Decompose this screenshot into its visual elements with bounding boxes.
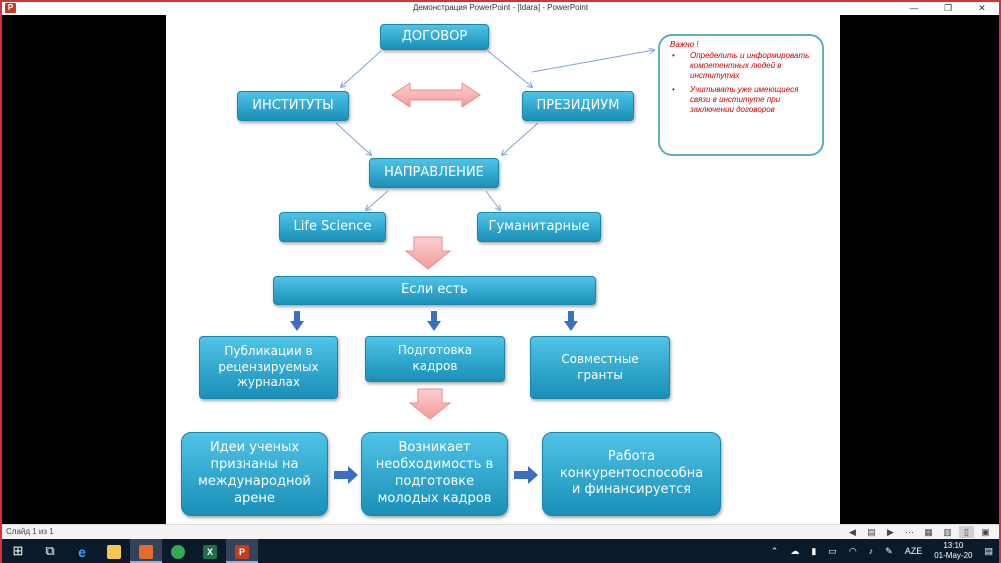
powerpoint-taskbar-icon[interactable]: P <box>226 539 258 563</box>
previous-slide-icon[interactable]: ◀ <box>849 527 856 537</box>
blue-right-arrow-2 <box>514 466 538 484</box>
box-instituty: ИНСТИТУТЫ <box>237 91 349 121</box>
taskbar: ⊞ ⧉ e X P ⌃ ☁ ▮ ▭ ◠ ♪ ✎ AZE 13:10 01-May… <box>2 539 999 563</box>
box-prezidium: ПРЕЗИДИУМ <box>522 91 634 121</box>
task-view-icon[interactable]: ⧉ <box>45 543 55 558</box>
box-napravlenie: НАПРАВЛЕНИЕ <box>369 158 499 188</box>
more-options-icon[interactable]: ⋯ <box>905 527 914 537</box>
box-ideas: Идеи ученых признаны на международной ар… <box>181 432 328 516</box>
excel-icon[interactable]: X <box>194 539 226 563</box>
slide-counter: Слайд 1 из 1 <box>6 527 54 536</box>
windows-start-icon[interactable]: ⊞ <box>12 543 24 558</box>
slide-menu-icon[interactable]: ▤ <box>867 527 876 537</box>
reading-view-icon[interactable]: ▯ <box>959 526 974 538</box>
blue-right-arrow-1 <box>334 466 358 484</box>
double-arrow-shape <box>391 82 481 108</box>
clock[interactable]: 13:10 01-May-20 <box>934 541 972 561</box>
slide[interactable]: ДОГОВОР ИНСТИТУТЫ ПРЕЗИДИУМ НАПРАВЛЕНИЕ … <box>166 15 840 524</box>
file-explorer-icon[interactable] <box>98 539 130 563</box>
box-training: Подготовка кадров <box>365 336 505 382</box>
maximize-button[interactable]: ❐ <box>943 3 953 13</box>
language-indicator[interactable]: AZE <box>904 546 923 556</box>
usb-icon[interactable]: ▮ <box>811 545 817 556</box>
connector-layer <box>290 15 840 484</box>
slideshow-view-icon[interactable]: ▣ <box>981 527 990 537</box>
chrome-icon[interactable] <box>162 539 194 563</box>
box-need: Возникает необходимость в подготовке мол… <box>361 432 508 516</box>
connector-prezidium-napravlenie <box>502 122 539 155</box>
powerpoint-icon: P <box>5 3 16 13</box>
blue-down-arrow-2 <box>427 311 441 331</box>
edge-icon[interactable]: e <box>78 543 86 560</box>
close-button[interactable]: ✕ <box>978 3 986 13</box>
cloud-icon[interactable]: ☁ <box>790 545 800 556</box>
connector-napravlenie-life <box>366 190 389 210</box>
box-work: Работа конкурентоспособна и финансируетс… <box>542 432 721 516</box>
title-bar: P Демонстрация PowerPoint - [Idara] - Po… <box>2 2 999 15</box>
chevron-up-icon[interactable]: ⌃ <box>770 545 779 556</box>
connector-dogovor-instituty <box>341 50 382 87</box>
status-bar: Слайд 1 из 1 ◀ ▤ ▶ ⋯ ▦ ▥ ▯ ▣ <box>2 524 999 539</box>
note-item: Учитывать уже имеющиеся связи в институт… <box>670 85 816 115</box>
box-life-science: Life Science <box>279 212 386 242</box>
pink-down-arrow-2 <box>408 388 452 420</box>
slide-sorter-icon[interactable]: ▥ <box>943 527 952 537</box>
normal-view-icon[interactable]: ▦ <box>924 527 933 537</box>
blue-down-arrow-1 <box>290 311 304 331</box>
notifications-icon[interactable]: ▤ <box>984 545 993 556</box>
connector-napravlenie-humanities <box>485 190 500 210</box>
clock-time: 13:10 <box>943 541 964 550</box>
box-dogovor: ДОГОВОР <box>380 24 489 50</box>
app-icon[interactable] <box>130 539 162 563</box>
wifi-icon[interactable]: ◠ <box>848 545 857 556</box>
window-title: Демонстрация PowerPoint - [Idara] - Powe… <box>412 3 589 12</box>
blue-down-arrow-3 <box>564 311 578 331</box>
battery-icon[interactable]: ▭ <box>828 545 837 556</box>
volume-icon[interactable]: ♪ <box>868 546 874 556</box>
important-note: Важно ! Определить и информировать компе… <box>658 34 824 156</box>
pen-icon[interactable]: ✎ <box>885 545 893 556</box>
clock-date: 01-May-20 <box>934 551 973 560</box>
slideshow-area: ДОГОВОР ИНСТИТУТЫ ПРЕЗИДИУМ НАПРАВЛЕНИЕ … <box>2 15 999 524</box>
box-condition: Если есть <box>273 276 596 305</box>
connector-dogovor-note <box>531 50 654 73</box>
connector-instituty-napravlenie <box>335 122 371 155</box>
minimize-button[interactable]: — <box>909 3 919 13</box>
box-grants: Совместные гранты <box>530 336 670 399</box>
note-title: Важно ! <box>670 40 699 49</box>
next-slide-icon[interactable]: ▶ <box>887 527 894 537</box>
box-publications: Публикации в рецензируемых журналах <box>199 336 338 399</box>
system-tray: ⌃ ☁ ▮ ▭ ◠ ♪ ✎ AZE 13:10 01-May-20 ▤ <box>765 539 999 563</box>
note-item: Определить и информировать компетентных … <box>670 51 816 81</box>
pink-down-arrow-1 <box>404 236 452 270</box>
connector-dogovor-prezidium <box>487 50 532 87</box>
box-humanities: Гуманитарные <box>477 212 601 242</box>
note-list: Определить и информировать компетентных … <box>670 51 816 115</box>
